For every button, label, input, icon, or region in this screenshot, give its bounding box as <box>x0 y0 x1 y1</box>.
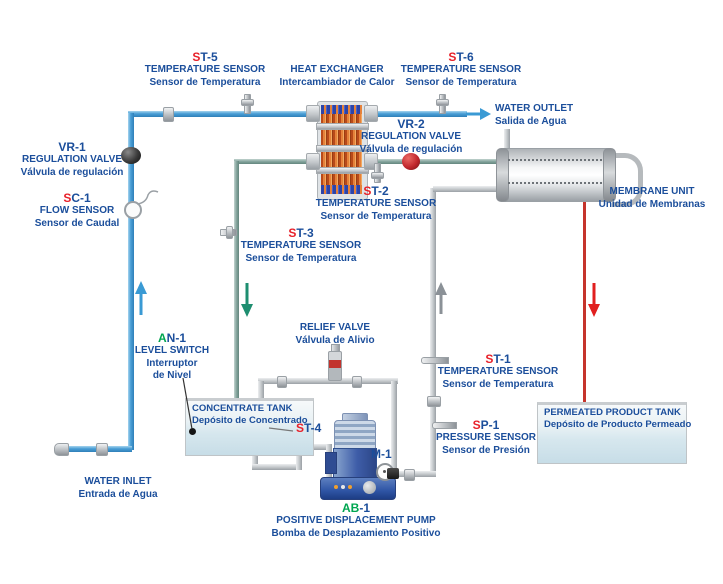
label-membrane-unit: MEMBRANE UNIT Unidad de Membranas <box>598 186 706 210</box>
pipe-suction-1 <box>252 450 258 468</box>
flow-sensor-wire <box>136 190 159 205</box>
pipe-pump-riser <box>430 188 436 477</box>
pipe-concentrate-drop <box>234 161 239 399</box>
pressure-sensor-sp1-icon <box>432 422 457 429</box>
m1-code: M-1 <box>371 447 392 461</box>
pipe-permeate <box>583 199 586 408</box>
label-heat-exchanger: HEAT EXCHANGER Intercambiador de Calor <box>279 64 395 88</box>
concentrate-tank <box>185 398 314 456</box>
label-st6: ST-6 TEMPERATURE SENSOR Sensor de Temper… <box>400 50 522 88</box>
label-relief-valve: RELIEF VALVE Válvula de Alivio <box>295 322 375 346</box>
pump-indicator-dot <box>334 485 338 489</box>
label-concentrate-tank: CONCENTRATE TANK Depósito de Concentrado <box>192 403 308 426</box>
pipe-collar <box>404 469 415 481</box>
pipe-suction-2 <box>252 464 300 470</box>
pump-indicator-dot <box>341 485 345 489</box>
pipe-collar <box>277 376 287 388</box>
pump-junction-box <box>325 452 337 474</box>
level-switch-icon <box>189 428 196 435</box>
flow-arrow-down-permeate-icon <box>588 283 600 317</box>
label-st2: ST-2 TEMPERATURE SENSOR Sensor de Temper… <box>315 184 437 222</box>
heat-exchanger-flange <box>364 105 378 122</box>
st4-code: ST-4 <box>296 421 322 435</box>
label-vr2: VR-2 REGULATION VALVE Válvula de regulac… <box>359 117 463 155</box>
temp-sensor-st6-collar <box>436 99 449 106</box>
vr1-code: VR-1 <box>58 140 86 154</box>
an1-code: AN-1 <box>157 331 187 345</box>
label-an1: AN-1 LEVEL SWITCH Interruptor de Nivel <box>134 331 210 381</box>
vr2-code: VR-2 <box>397 117 425 131</box>
heat-exchanger-baffle <box>316 167 369 174</box>
label-vr1: VR-1 REGULATION VALVE Válvula de regulac… <box>20 140 124 178</box>
flow-sensor-icon <box>124 201 142 219</box>
pipe-relief-to-tank <box>258 381 264 400</box>
membrane-texture <box>508 182 602 184</box>
membrane-unit-body <box>496 148 616 202</box>
pipe-relief-line <box>258 378 398 384</box>
ab1-code: AB-1 <box>341 501 370 515</box>
label-st3: ST-3 TEMPERATURE SENSOR Sensor de Temper… <box>240 226 362 264</box>
flow-arrow-outlet-icon <box>466 108 491 120</box>
heat-exchanger-flange <box>306 105 320 122</box>
relief-valve-body <box>328 351 342 381</box>
st3-code: ST-3 <box>288 226 314 240</box>
membrane-end-cap <box>603 148 616 202</box>
pipe-collar <box>163 107 174 122</box>
sp1-code: SP-1 <box>472 418 500 432</box>
st1-code: ST-1 <box>485 352 511 366</box>
flow-arrow-down-concentrate-icon <box>241 283 253 317</box>
sc1-code: SC-1 <box>63 191 91 205</box>
pump-motor-ribs <box>334 420 376 452</box>
pipe-top-feed <box>128 111 467 117</box>
label-sp1: SP-1 PRESSURE SENSOR Sensor de Presión <box>435 418 537 456</box>
regulation-valve-vr1-icon <box>121 147 141 164</box>
membrane-recirculation-pipe <box>612 153 643 207</box>
label-st1: ST-1 TEMPERATURE SENSOR Sensor de Temper… <box>437 352 559 390</box>
st6-code: ST-6 <box>448 50 474 64</box>
pump-motor-body <box>333 448 377 482</box>
heat-exchanger-baffle <box>316 123 369 130</box>
temp-sensor-st5-collar <box>241 99 254 106</box>
label-st4: ST-4 <box>296 421 321 435</box>
regulation-valve-vr2-icon <box>402 153 420 170</box>
heat-exchanger-tube-bends-bottom <box>321 185 362 194</box>
tee-fitting <box>387 468 399 479</box>
pump-base <box>320 477 396 500</box>
label-pump: AB-1 POSITIVE DISPLACEMENT PUMP Bomba de… <box>271 501 441 539</box>
membrane-texture <box>508 159 602 161</box>
flow-arrow-up-feed-icon <box>135 281 147 315</box>
pipe-left-riser <box>128 113 134 450</box>
st2-code: ST-2 <box>363 184 389 198</box>
pipe-relief-branch <box>391 381 397 474</box>
permeated-product-tank <box>537 402 687 464</box>
membrane-top-stub <box>504 129 510 151</box>
st5-code: ST-5 <box>192 50 218 64</box>
label-water-outlet: WATER OUTLET Salida de Agua <box>495 103 574 127</box>
label-m1: M-1 <box>371 447 392 461</box>
flow-arrow-up-discharge-icon <box>435 282 447 314</box>
label-sc1: SC-1 FLOW SENSOR Sensor de Caudal <box>34 191 120 229</box>
pipe-suction-4 <box>296 444 332 450</box>
temp-sensor-st1-icon <box>421 357 449 364</box>
temp-sensor-st2-collar <box>371 172 384 179</box>
heat-exchanger-baffle <box>316 145 369 152</box>
membrane-end-cap <box>496 148 509 202</box>
pipe-collar <box>427 396 441 407</box>
pipe-collar <box>352 376 362 388</box>
pipe-collar <box>96 443 108 456</box>
label-permeated-tank: PERMEATED PRODUCT TANK Depósito de Produ… <box>544 407 692 430</box>
pump-indicator-dot <box>348 485 352 489</box>
pump-knob <box>363 481 376 494</box>
temp-sensor-st3-collar <box>226 226 233 239</box>
heat-exchanger-tube-bends-top <box>321 105 362 114</box>
pipe-to-membrane <box>433 186 497 192</box>
label-water-inlet: WATER INLET Entrada de Agua <box>78 476 158 500</box>
heat-exchanger-flange <box>306 153 320 170</box>
label-st5: ST-5 TEMPERATURE SENSOR Sensor de Temper… <box>144 50 266 88</box>
inlet-fitting-icon <box>54 443 69 456</box>
pipe-suction-3 <box>296 444 302 470</box>
